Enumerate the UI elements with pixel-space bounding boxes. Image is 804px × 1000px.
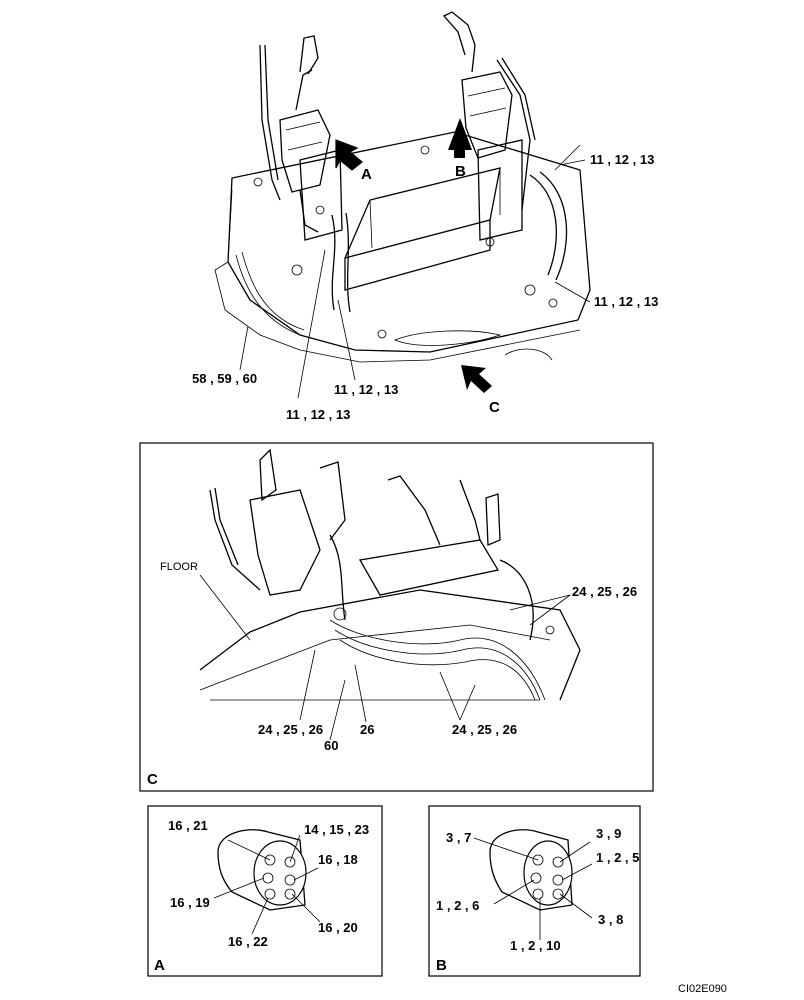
callout-a-3: 16 , 18 <box>318 852 358 867</box>
callout-c-4: 60 <box>324 738 338 753</box>
c-leader-2 <box>299 649 316 721</box>
left-hose <box>331 214 336 311</box>
left-travel-lever <box>259 44 281 201</box>
floor-bolts <box>253 145 558 339</box>
c-right-bracket <box>485 493 501 546</box>
view-b-label: B <box>436 957 447 974</box>
view-a-label: A <box>154 957 165 974</box>
harness-left-2 <box>241 251 305 331</box>
callout-a-4: 16 , 19 <box>170 895 210 910</box>
c-left-lever <box>209 489 261 591</box>
callout-a-6: 16 , 22 <box>228 934 268 949</box>
callout-main-5: 58 , 59 , 60 <box>192 371 257 386</box>
c-left-grip <box>259 448 277 502</box>
callout-b-4: 1 , 2 , 6 <box>436 898 479 913</box>
leader-mv-5 <box>239 325 249 371</box>
callout-c-3: 26 <box>360 722 374 737</box>
arrow-b-label: B <box>455 163 466 180</box>
leader-mv-1 <box>554 144 586 171</box>
view-c-frame <box>139 442 654 792</box>
view-c-label: C <box>147 771 158 788</box>
left-hose-2 <box>345 212 351 313</box>
leader-mv-4 <box>297 249 326 399</box>
c-harness-1 <box>329 619 546 701</box>
callout-main-4: 11 , 12 , 13 <box>286 407 350 422</box>
console-base-top <box>344 167 501 259</box>
arrow-b <box>448 118 472 158</box>
callout-b-1: 3 , 7 <box>446 830 471 845</box>
view-a-frame <box>147 805 383 977</box>
callout-a-1: 16 , 21 <box>168 818 208 833</box>
c-harness-2 <box>334 629 541 701</box>
callout-c-2: 24 , 25 , 26 <box>258 722 323 737</box>
arrow-c <box>461 365 492 393</box>
leader-mv-3 <box>337 299 356 381</box>
c-hose-left <box>329 534 346 621</box>
c-bracket <box>319 461 346 541</box>
main-view <box>214 11 591 399</box>
callout-a-5: 16 , 20 <box>318 920 358 935</box>
callout-b-2: 3 , 9 <box>596 826 621 841</box>
callout-main-3: 11 , 12 , 13 <box>334 382 398 397</box>
callout-c-5: 24 , 25 , 26 <box>452 722 517 737</box>
arrow-c-label: C <box>489 399 500 416</box>
left-travel-lever-edge <box>264 44 279 181</box>
right-bracket <box>477 139 523 241</box>
c-harness-3 <box>339 639 536 701</box>
figure-id: CI02E090 <box>678 983 727 995</box>
fan-guard <box>393 330 502 346</box>
right-travel-lever <box>496 59 531 211</box>
c-right-grip <box>387 475 441 546</box>
console-base-front <box>344 219 491 291</box>
callout-a-2: 14 , 15 , 23 <box>304 822 369 837</box>
callout-b-6: 1 , 2 , 10 <box>510 938 561 953</box>
console-base-side <box>369 168 501 249</box>
arrow-a <box>335 139 363 171</box>
left-pilot-valve <box>279 35 331 233</box>
floor-label: FLOOR <box>160 561 198 573</box>
view-b-valve <box>473 829 593 940</box>
right-hose-2 <box>539 171 568 281</box>
harness-left <box>235 254 301 336</box>
right-hose <box>529 174 557 276</box>
c-grommet <box>333 607 347 621</box>
callout-c-1: 24 , 25 , 26 <box>572 584 637 599</box>
c-leader-1 <box>509 594 571 626</box>
view-a-valve <box>213 829 321 935</box>
right-travel-lever-edge <box>501 57 536 141</box>
left-bracket <box>299 149 343 241</box>
callout-main-2: 11 , 12 , 13 <box>594 294 658 309</box>
floor-plate <box>227 131 591 353</box>
c-right-lever <box>459 479 481 541</box>
c-bolt <box>545 625 555 635</box>
c-left-lever-2 <box>214 487 239 566</box>
c-leader-floor <box>199 574 251 641</box>
c-console <box>358 539 500 596</box>
floor-plate-edge <box>227 189 233 263</box>
view-b-frame <box>428 805 641 977</box>
fan-shroud <box>504 348 553 361</box>
right-pilot-valve <box>442 11 513 159</box>
c-leader-5 <box>439 671 476 721</box>
c-leader-3 <box>354 664 367 723</box>
c-floor-plate <box>199 589 581 701</box>
callout-main-1: 11 , 12 , 13 <box>590 152 654 167</box>
view-c-drawing <box>199 448 581 741</box>
callout-b-3: 1 , 2 , 5 <box>596 850 639 865</box>
leader-mv-2 <box>554 281 591 303</box>
c-right-hose <box>499 559 534 641</box>
callout-b-5: 3 , 8 <box>598 912 623 927</box>
c-left-valve <box>249 489 321 596</box>
c-leader-4 <box>329 679 346 741</box>
c-floor-edge <box>199 624 551 691</box>
floor-lower-edge <box>214 261 581 363</box>
arrow-a-label: A <box>361 166 372 183</box>
